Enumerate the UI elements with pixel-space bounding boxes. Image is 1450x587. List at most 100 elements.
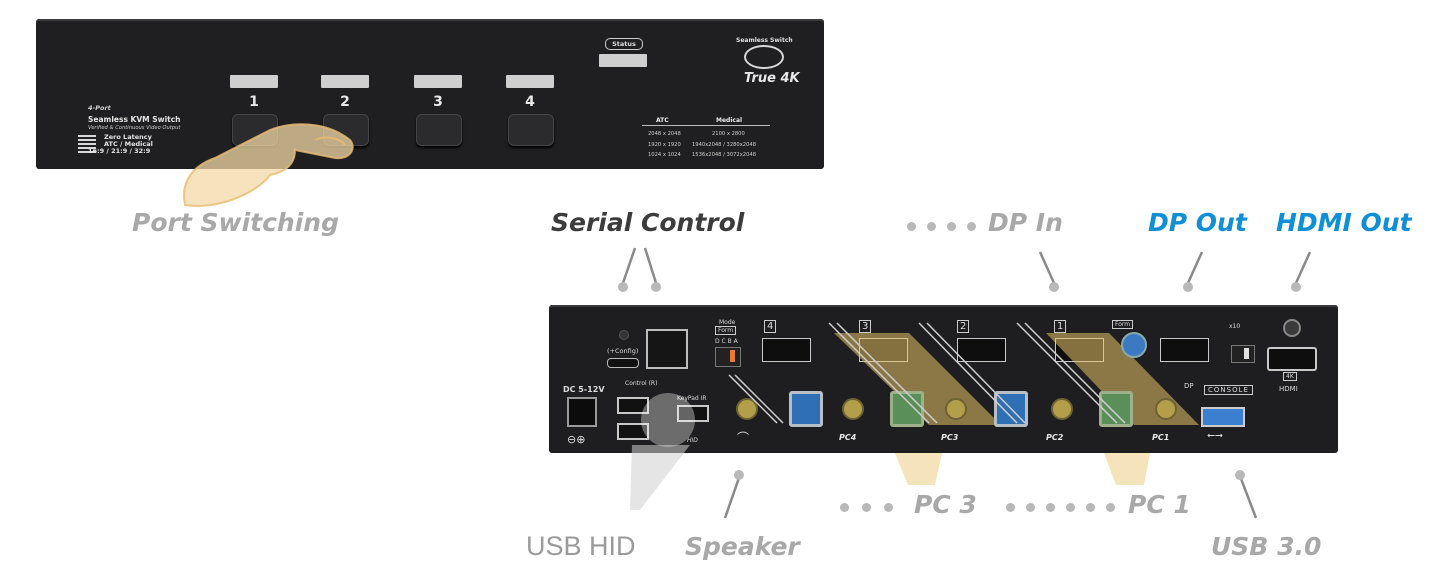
- leader-dot: [840, 503, 849, 512]
- port-1-led: [230, 75, 278, 88]
- brand-top: Seamless Switch: [736, 37, 793, 44]
- port-4-button[interactable]: [508, 114, 554, 146]
- rotary-dial[interactable]: [1121, 332, 1147, 358]
- leader-dot: [927, 222, 936, 231]
- dp-port-4-number: 4: [764, 320, 777, 333]
- dp-in-label: DP In: [988, 208, 1063, 237]
- switch-letters: D C B A: [715, 338, 738, 345]
- config-label: (+Config): [607, 347, 639, 355]
- leader-dot: [1006, 503, 1015, 512]
- port-1-number: 1: [249, 94, 259, 110]
- dp-out-port[interactable]: [1160, 338, 1209, 362]
- usb30-callout: USB 3.0: [1211, 532, 1322, 561]
- hid-label: HID: [687, 437, 698, 444]
- product-subtitle: Verified & Continuous Video Output: [88, 125, 181, 131]
- product-name: Seamless KVM Switch: [88, 115, 181, 124]
- status-led: [599, 54, 647, 67]
- ground-screw: [1283, 319, 1301, 337]
- dp-out-label: DP Out: [1148, 208, 1247, 237]
- console-label: CONSOLE: [1204, 385, 1253, 395]
- port-3-button[interactable]: [416, 114, 462, 146]
- table-header-atc: ATC: [656, 117, 669, 124]
- speaker-jack[interactable]: [736, 398, 758, 420]
- usb-hid-port-1[interactable]: [617, 397, 649, 414]
- dip-switch[interactable]: [715, 347, 741, 367]
- control-label: Control (R): [625, 380, 658, 387]
- pc2-label: PC2: [1046, 433, 1064, 442]
- keypad-usb-port[interactable]: [677, 405, 709, 422]
- usb-hid-callout: USB HID: [526, 531, 636, 561]
- pc1-callout: PC 1: [1128, 490, 1191, 519]
- dc-label: DC 5-12V: [563, 385, 605, 394]
- x10-label: x10: [1229, 323, 1241, 330]
- leader-dot: [1086, 503, 1095, 512]
- pc2-audio-jack[interactable]: [1051, 398, 1073, 420]
- speaker-callout: Speaker: [685, 532, 800, 561]
- port-3-led: [414, 75, 462, 88]
- product-tag: 4-Port: [88, 104, 111, 112]
- medical-row-1: 2100 x 2800: [712, 131, 745, 137]
- port-switching-label: Port Switching: [132, 208, 339, 237]
- config-button[interactable]: [619, 330, 629, 340]
- mode-label: Mode: [719, 319, 736, 326]
- pc3-audio-jack[interactable]: [945, 398, 967, 420]
- hdmi-out-port[interactable]: [1267, 347, 1317, 371]
- dp-port-3-number: 3: [859, 320, 872, 333]
- pc3-label: PC3: [941, 433, 959, 442]
- leader-dot: [1046, 503, 1055, 512]
- leader-dot: [1066, 503, 1075, 512]
- power-icon: ⊖⊕: [567, 433, 586, 446]
- leader-dot: [1106, 503, 1115, 512]
- port-3-number: 3: [433, 94, 443, 110]
- dip-switch-right[interactable]: [1231, 345, 1255, 363]
- leader-dot: [967, 222, 976, 231]
- dp-port-1-number: 1: [1054, 320, 1067, 333]
- feature-3: 16:9 / 21:9 / 32:9: [88, 147, 151, 155]
- panel-stripes: [728, 322, 1126, 424]
- dp-in-4-port[interactable]: [762, 338, 811, 362]
- table-header-medical: Medical: [716, 117, 743, 124]
- pc1-label: PC1: [1152, 433, 1170, 442]
- kvm-rear-panel: (+Config) Control (R) Mode Form D C B A …: [549, 305, 1338, 453]
- port-2-led: [321, 75, 369, 88]
- hand-pointer-icon: [183, 123, 354, 207]
- stripes-icon: [78, 135, 96, 153]
- feature-2: ATC / Medical: [104, 140, 153, 148]
- pc3-callout: PC 3: [914, 490, 977, 519]
- usb-icon: ⭠⭢: [1207, 430, 1223, 441]
- status-label: Status: [605, 38, 643, 50]
- leader-dot: [1026, 503, 1035, 512]
- usb-c-port[interactable]: [607, 358, 639, 368]
- pc4-label: PC4: [839, 433, 857, 442]
- pc4-usb-b-port[interactable]: [789, 391, 823, 427]
- dc-power-jack[interactable]: [567, 397, 597, 427]
- serial-rj-port[interactable]: [646, 329, 688, 369]
- hdmi-badge: 4K: [1283, 372, 1297, 381]
- port-4-number: 4: [525, 94, 535, 110]
- leader-dot: [947, 222, 956, 231]
- atc-row-3: 1024 x 1024: [648, 152, 681, 158]
- usb30-port[interactable]: [1201, 407, 1245, 427]
- form-right-label: Form: [1112, 320, 1134, 329]
- serial-control-label: Serial Control: [551, 208, 745, 237]
- form-label: Form: [715, 326, 737, 335]
- atc-row-2: 1920 x 1920: [648, 142, 681, 148]
- dp-label: DP: [1184, 382, 1194, 390]
- leader-dot: [862, 503, 871, 512]
- brand-logo: True 4K: [744, 71, 800, 86]
- hdmi-label: HDMI: [1279, 385, 1298, 393]
- dp-port-2-number: 2: [957, 320, 970, 333]
- keypad-label: KeyPad IR: [677, 395, 707, 402]
- pc1-audio-jack[interactable]: [1155, 398, 1177, 420]
- hdmi-out-label: HDMI Out: [1276, 208, 1412, 237]
- usb-hid-port-2[interactable]: [617, 423, 649, 440]
- pc4-audio-jack[interactable]: [842, 398, 864, 420]
- leader-dot: [884, 503, 893, 512]
- feature-1: Zero Latency: [104, 133, 152, 141]
- atc-row-1: 2048 x 2048: [648, 131, 681, 137]
- port-4-led: [506, 75, 554, 88]
- table-divider: [642, 125, 770, 126]
- monitor-logo-icon: [744, 45, 784, 69]
- dp-in-2-port[interactable]: [957, 338, 1006, 362]
